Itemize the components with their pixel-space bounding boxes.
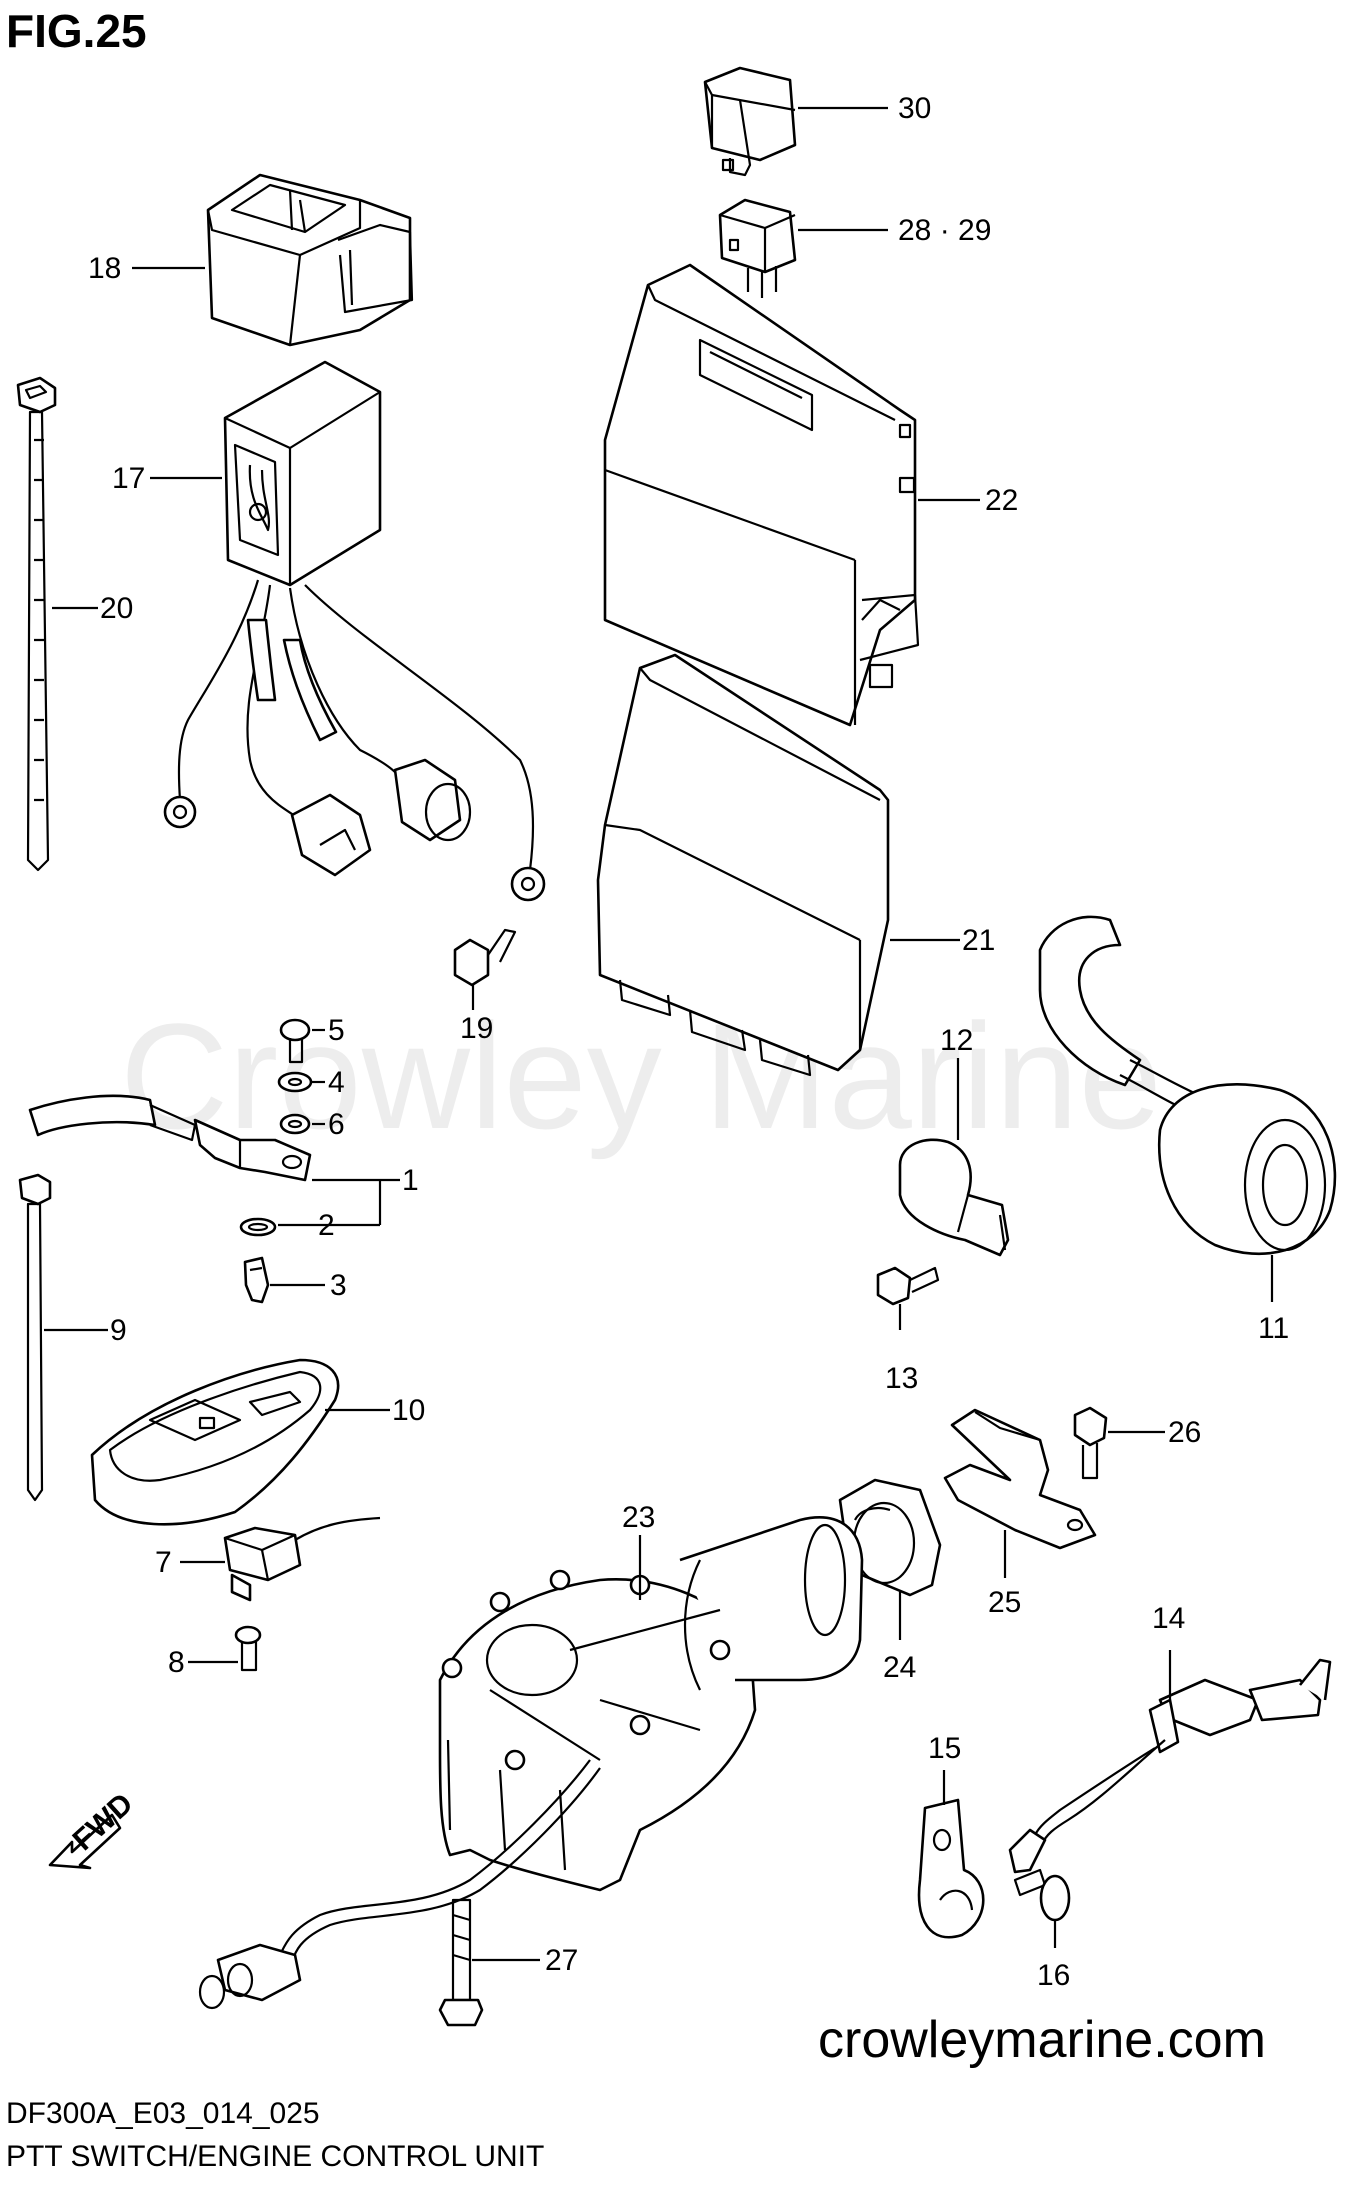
- callout-16: 16: [1037, 1959, 1070, 1992]
- part-28-29-relay[interactable]: [718, 198, 797, 298]
- callout-6: 6: [328, 1108, 345, 1141]
- part-24-boot[interactable]: [838, 1478, 942, 1597]
- callout-30: 30: [898, 92, 931, 125]
- part-16-screw[interactable]: [1013, 1868, 1071, 1922]
- callout-2: 2: [318, 1209, 335, 1242]
- drawing-code: DF300A_E03_014_025: [6, 2097, 320, 2130]
- part-12-clamp[interactable]: [898, 1138, 1010, 1257]
- part-1-sensor[interactable]: [28, 1094, 312, 1182]
- callout-24: 24: [883, 1651, 916, 1684]
- callout-3: 3: [330, 1269, 347, 1302]
- part-25-bracket[interactable]: [943, 1408, 1097, 1550]
- part-5-screw[interactable]: [279, 1018, 311, 1064]
- part-3-clip[interactable]: [243, 1256, 270, 1304]
- part-18-cover[interactable]: [206, 173, 414, 347]
- part-23-ptt-motor[interactable]: [198, 1516, 864, 2010]
- callout-1: 1: [402, 1164, 419, 1197]
- figure-description: PTT SWITCH/ENGINE CONTROL UNIT: [6, 2140, 545, 2173]
- callout-12: 12: [940, 1024, 973, 1057]
- part-7-ptt-switch[interactable]: [223, 1516, 381, 1602]
- callout-21: 21: [962, 924, 995, 957]
- part-8-screw[interactable]: [234, 1625, 262, 1672]
- callout-17: 17: [112, 462, 145, 495]
- callout-23: 23: [622, 1501, 655, 1534]
- callout-18: 18: [88, 252, 121, 285]
- part-22-ecu-cover[interactable]: [603, 263, 920, 727]
- part-9-cable-tie[interactable]: [18, 1173, 52, 1502]
- callout-25: 25: [988, 1586, 1021, 1619]
- callout-15: 15: [928, 1732, 961, 1765]
- callout-22: 22: [985, 484, 1018, 517]
- part-4-washer[interactable]: [277, 1071, 313, 1093]
- callout-14: 14: [1152, 1602, 1185, 1635]
- part-27-bolt[interactable]: [438, 1898, 484, 2027]
- callout-20: 20: [100, 592, 133, 625]
- part-15-clamp[interactable]: [917, 1798, 985, 1939]
- part-6-washer[interactable]: [279, 1113, 311, 1135]
- callout-10: 10: [392, 1394, 425, 1427]
- website-label: crowleymarine.com: [818, 2011, 1266, 2069]
- part-26-bolt[interactable]: [1073, 1406, 1108, 1480]
- part-21-engine-control-unit[interactable]: [596, 653, 890, 1077]
- callout-5: 5: [328, 1014, 345, 1047]
- callout-11: 11: [1258, 1312, 1289, 1345]
- part-17-module-harness[interactable]: [163, 360, 546, 902]
- fwd-arrow-icon: FWD: [48, 1787, 139, 1870]
- callout-9: 9: [110, 1314, 127, 1347]
- part-19-bolt[interactable]: [453, 928, 517, 987]
- callout-8: 8: [168, 1646, 185, 1679]
- figure-title: FIG.25: [6, 5, 147, 57]
- part-10-switch-holder[interactable]: [90, 1358, 340, 1526]
- part-2-o-ring[interactable]: [239, 1217, 277, 1237]
- part-11-grommet[interactable]: [1038, 915, 1337, 1256]
- callout-27: 27: [545, 1944, 578, 1977]
- part-14-harness[interactable]: [1008, 1658, 1332, 1874]
- part-30-relay-cover[interactable]: [703, 66, 797, 177]
- callout-19: 19: [460, 1012, 493, 1045]
- callout-28-29: 28 · 29: [898, 214, 991, 247]
- part-13-bolt[interactable]: [876, 1266, 940, 1306]
- part-20-cable-tie[interactable]: [16, 376, 57, 872]
- callout-4: 4: [328, 1066, 345, 1099]
- callout-7: 7: [155, 1546, 172, 1579]
- callout-13: 13: [885, 1362, 918, 1395]
- callout-26: 26: [1168, 1416, 1201, 1449]
